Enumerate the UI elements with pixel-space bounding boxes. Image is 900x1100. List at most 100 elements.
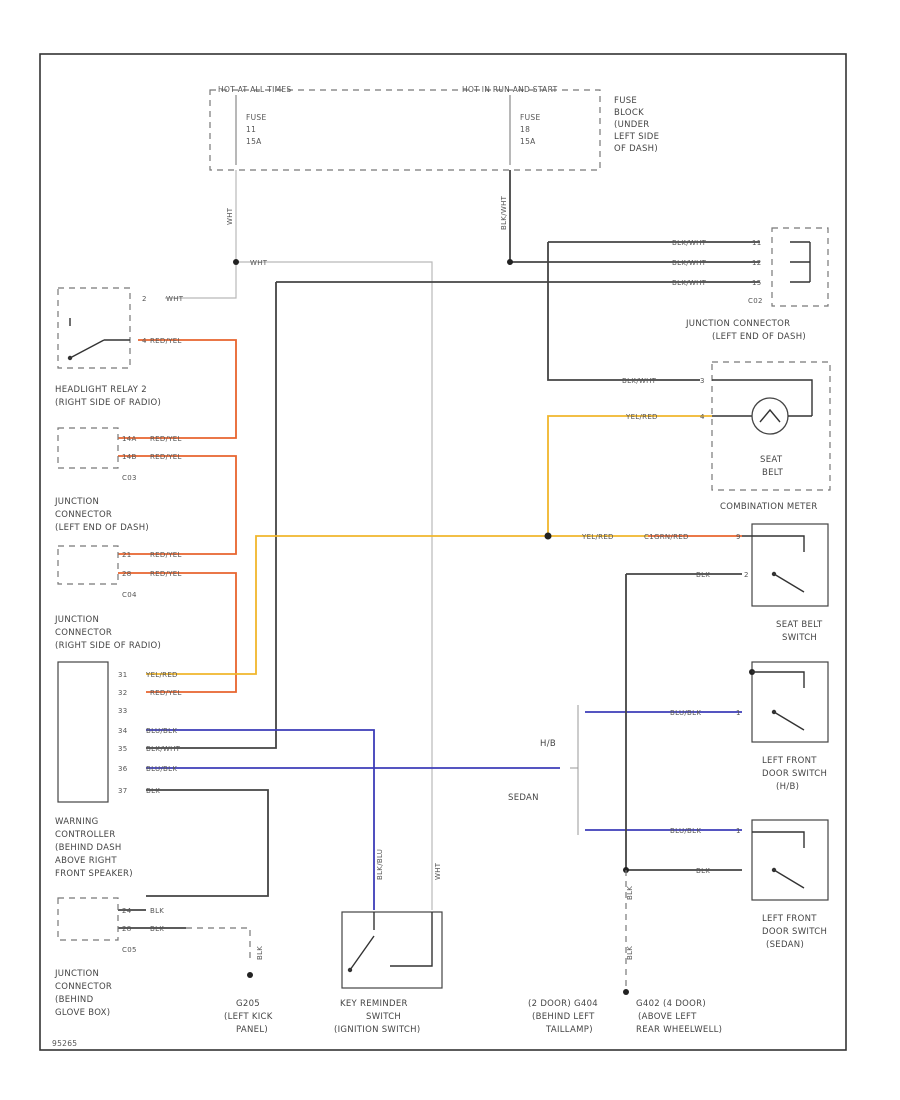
junction-radio-label-3: (RIGHT SIDE OF RADIO) — [55, 641, 161, 651]
hot-at-all-times-label: HOT AT ALL TIMES — [218, 85, 291, 94]
diagram-frame — [39, 53, 847, 1051]
junction-glove-label-1: JUNCTION — [54, 969, 99, 979]
variant-bracket: H/B SEDAN — [508, 705, 579, 835]
jr-pin-11: 11 — [752, 239, 762, 247]
ds-pin-1: 1 — [736, 827, 741, 835]
wire-label-redyel-4: RED/YEL — [150, 551, 182, 559]
gb-pin-24: 24 — [122, 907, 132, 915]
relay-pin-4: 4 — [142, 337, 147, 345]
fuse1-label: FUSE — [246, 113, 267, 122]
warning-controller-label-1: WARNING — [55, 817, 99, 827]
wire-label-redyel-5: RED/YEL — [150, 570, 182, 578]
seat-belt-switch-label-1: SEAT BELT — [776, 620, 823, 630]
seat-belt-lamp-label-1: SEAT — [760, 455, 783, 465]
junction-left-label-3: (LEFT END OF DASH) — [55, 523, 149, 533]
wire-label-redyel-1: RED/YEL — [150, 337, 182, 345]
gb-pin-28: 28 — [122, 925, 132, 933]
ground-g404-g402: (2 DOOR) G404 (BEHIND LEFT TAILLAMP) G40… — [528, 999, 722, 1035]
wire-label-blkwht-1: BLK/WHT — [672, 239, 707, 247]
wire-blk-ground: BLK BLK BLK BLK BLK BLK BLK BLK — [118, 571, 742, 995]
key-reminder-switch: KEY REMINDER SWITCH (IGNITION SWITCH) — [334, 911, 443, 1035]
fuse-block-loc-1: FUSE — [614, 96, 637, 106]
g205-label-3: PANEL) — [236, 1025, 268, 1035]
headlight-relay: 2 4 HEADLIGHT RELAY 2 (RIGHT SIDE OF RAD… — [55, 287, 161, 408]
cm-pin-3: 3 — [700, 377, 705, 385]
wire-wht-feed: WHT WHT WHT WHT — [165, 170, 442, 910]
wc-pin-35: 35 — [118, 745, 128, 753]
wire-label-blublk-key: BLK/BLU — [376, 849, 384, 880]
wire-blublk: BLU/BLK BLU/BLK BLU/BLK BLU/BLK BLK/BLU — [146, 709, 742, 910]
wire-label-blublk-sedan: BLU/BLK — [670, 827, 701, 835]
c2-pin-14a: 14A — [122, 435, 137, 443]
junction-radio-label-2: CONNECTOR — [55, 628, 112, 638]
g402-label-2: (ABOVE LEFT — [638, 1012, 697, 1022]
sb-pin-9: 9 — [736, 533, 741, 541]
figure-id: 95265 — [52, 1039, 77, 1048]
warning-controller-label-4: ABOVE RIGHT — [55, 856, 117, 866]
wc-pin-32: 32 — [118, 689, 128, 697]
jr-pin-12: 12 — [752, 259, 762, 267]
dh-pin-1: 1 — [736, 709, 741, 717]
lf-door-sedan-label-1: LEFT FRONT — [762, 914, 817, 924]
lf-door-hb-label-3: (H/B) — [776, 782, 799, 792]
junction-glove-label-3: (BEHIND — [55, 995, 94, 1005]
combination-meter-label: COMBINATION METER — [720, 502, 818, 512]
wire-label-wht-key: WHT — [434, 862, 442, 880]
fuse-block-loc-3: (UNDER — [614, 120, 650, 130]
key-reminder-label-3: (IGNITION SWITCH) — [334, 1025, 420, 1035]
g402-label-1: G402 (4 DOOR) — [636, 999, 706, 1009]
g404-label-2: (BEHIND LEFT — [532, 1012, 595, 1022]
junction-connector-right: 11 12 15 C02 JUNCTION CONNECTOR (LEFT EN… — [685, 227, 829, 342]
wire-label-redyel-3: RED/YEL — [150, 453, 182, 461]
junction-right-label-1: JUNCTION CONNECTOR — [685, 319, 790, 329]
connector-c1-label: C1 — [644, 533, 654, 541]
wc-pin-34: 34 — [118, 727, 128, 735]
lf-door-hb-label-1: LEFT FRONT — [762, 756, 817, 766]
seat-belt-switch: 9 2 SEAT BELT SWITCH — [736, 523, 829, 643]
fuse2-number: 18 — [520, 125, 530, 134]
warning-controller: 31 32 33 34 35 36 37 WARNING CONTROLLER … — [55, 661, 133, 879]
wire-label-blk-gnd2: BLK — [626, 946, 634, 960]
ground-g205: G205 (LEFT KICK PANEL) — [224, 999, 272, 1035]
lf-door-switch-sedan: 1 LEFT FRONT DOOR SWITCH (SEDAN) — [736, 819, 829, 950]
wire-label-blkwht-vert: BLK/WHT — [500, 195, 508, 230]
wc-pin-37: 37 — [118, 787, 128, 795]
wire-redyel: RED/YEL RED/YEL RED/YEL RED/YEL RED/YEL … — [118, 337, 237, 697]
wire-label-blkwht-ctrl: BLK/WHT — [146, 745, 181, 753]
fuse-block-loc-5: OF DASH) — [614, 144, 658, 154]
wire-label-blkwht-meter: BLK/WHT — [622, 377, 657, 385]
wire-label-blublk-hb: BLU/BLK — [670, 709, 701, 717]
g404-label-1: (2 DOOR) G404 — [528, 999, 598, 1009]
wire-label-wht-relay: WHT — [166, 295, 184, 303]
warning-controller-label-5: FRONT SPEAKER) — [55, 869, 133, 879]
fuse-block: HOT AT ALL TIMES HOT IN RUN AND START FU… — [209, 85, 659, 171]
lf-door-hb-label-2: DOOR SWITCH — [762, 769, 827, 779]
c4-pin-21: 21 — [122, 551, 132, 559]
fuse1-number: 11 — [246, 125, 256, 134]
fuse-block-loc-2: BLOCK — [614, 108, 644, 118]
connector-id-c05: C05 — [122, 946, 137, 954]
junction-left-label-1: JUNCTION — [54, 497, 99, 507]
junction-right-label-2: (LEFT END OF DASH) — [712, 332, 806, 342]
fuse-block-loc-4: LEFT SIDE — [614, 132, 659, 142]
hot-in-run-start-label: HOT IN RUN AND START — [462, 85, 558, 94]
wire-label-blk-ctrl: BLK — [146, 787, 160, 795]
seat-belt-lamp-label-2: BELT — [762, 468, 784, 478]
wire-yelred: YEL/RED YEL/RED YEL/RED GRN/RED C1 — [145, 413, 742, 679]
wire-label-blk-seatbelt: BLK — [696, 571, 710, 579]
headlight-relay-label-2: (RIGHT SIDE OF RADIO) — [55, 398, 161, 408]
key-reminder-label-2: SWITCH — [366, 1012, 401, 1022]
junction-left-label-2: CONNECTOR — [55, 510, 112, 520]
fuse2-rating: 15A — [520, 137, 536, 146]
wc-pin-36: 36 — [118, 765, 128, 773]
sb-pin-2: 2 — [744, 571, 749, 579]
junction-connector-radio: 21 28 C04 JUNCTION CONNECTOR (RIGHT SIDE… — [54, 545, 161, 651]
connector-id-c02: C02 — [748, 297, 763, 305]
wire-blkwht-feed: BLK/WHT BLK/WHT BLK/WHT BLK/WHT BLK/WHT … — [146, 170, 760, 753]
fuse2-label: FUSE — [520, 113, 541, 122]
variant-hb-label: H/B — [540, 739, 556, 749]
warning-controller-label-3: (BEHIND DASH — [55, 843, 122, 853]
c4-pin-28: 28 — [122, 570, 132, 578]
junction-glove-label-4: GLOVE BOX) — [55, 1008, 110, 1018]
wire-label-blk-sedan: BLK — [696, 867, 710, 875]
